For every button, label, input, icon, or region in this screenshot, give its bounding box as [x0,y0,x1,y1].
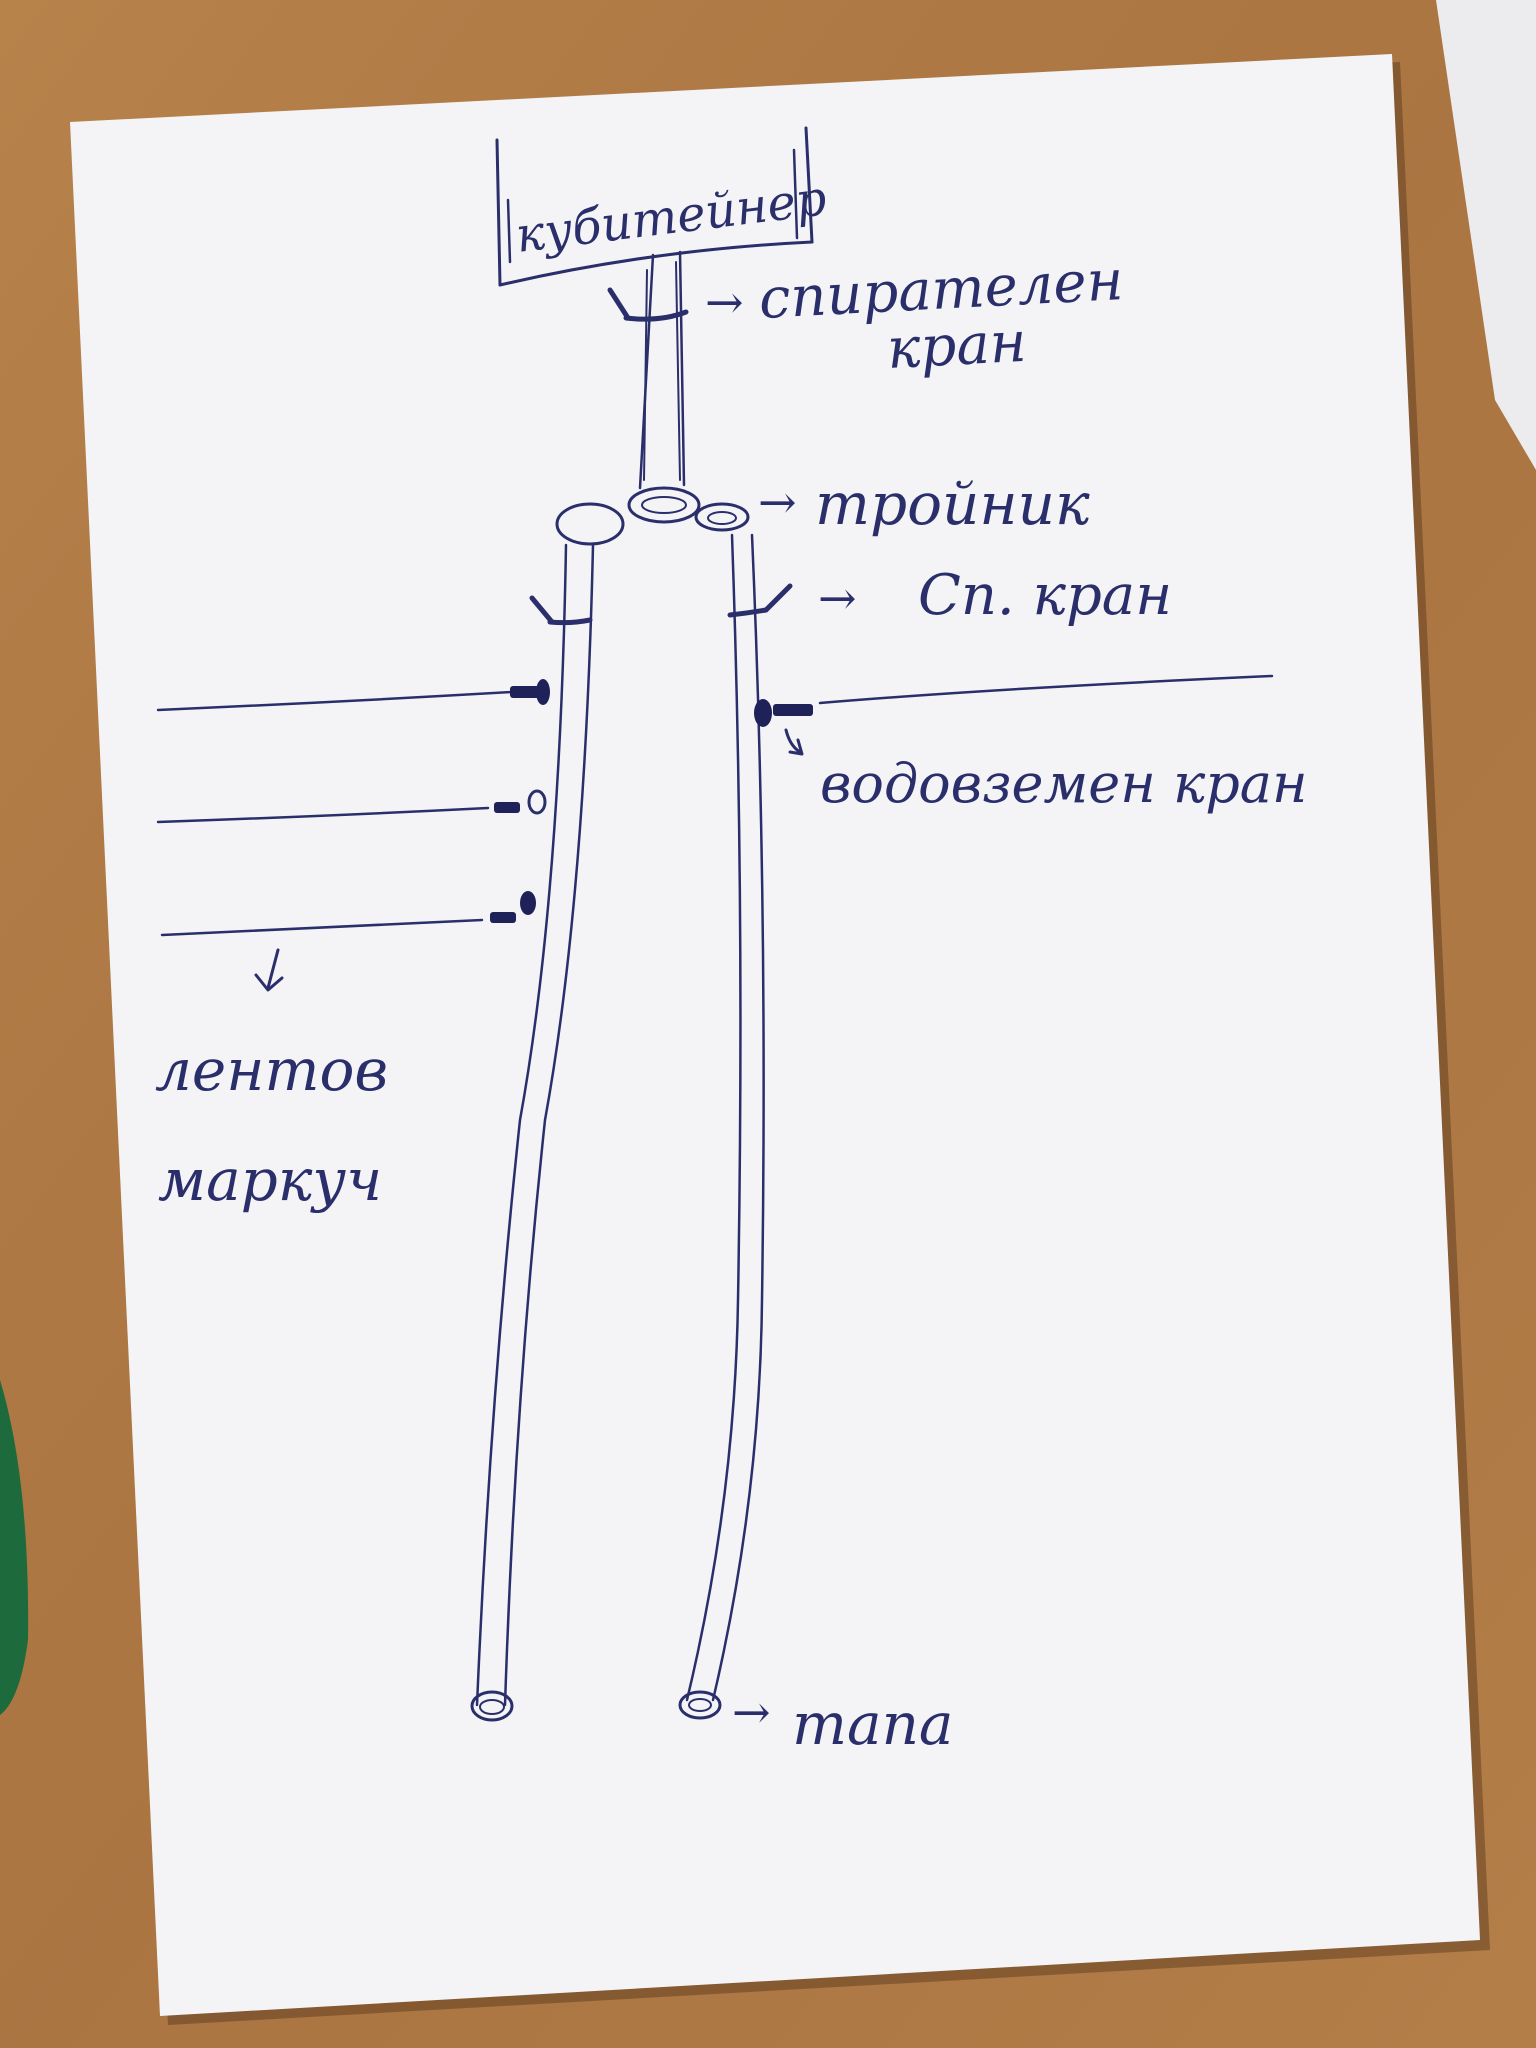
cap-label: тапа [792,1690,954,1758]
drip-line-left-3 [160,891,536,937]
cap-arrow: → [732,1685,771,1739]
top-valve-icon [607,287,689,322]
left-end-cap [470,1690,514,1722]
right-hose [685,533,765,1702]
sp-valve-arrow: → [818,571,857,625]
second-paper-sheet [1436,0,1536,470]
hose-label-line1: лентов [155,1036,388,1104]
top-valve-label-line2: кран [885,310,1028,382]
drip-line-left-2 [156,789,547,824]
drip-valve-arrow-icon [784,728,804,756]
paper-sheet [70,54,1480,2016]
left-hose [475,543,595,1707]
left-valve-icon [529,595,593,626]
top-valve-arrow: → [705,275,744,329]
drip-line-left-1 [156,679,550,712]
drip-valve-label: водовземен кран [820,752,1308,815]
drip-line-right [754,674,1274,727]
hose-label-line2: маркуч [158,1146,382,1214]
right-end-cap [678,1690,722,1720]
hose-pointer-arrow [254,948,284,992]
green-object [0,1380,29,1715]
tee-fitting [555,486,750,546]
right-valve-icon [727,583,793,618]
sp-valve-label: Сп. кран [918,563,1172,628]
tee-arrow: → [758,475,797,529]
tee-label: тройник [815,470,1090,538]
main-pipe [638,250,686,490]
